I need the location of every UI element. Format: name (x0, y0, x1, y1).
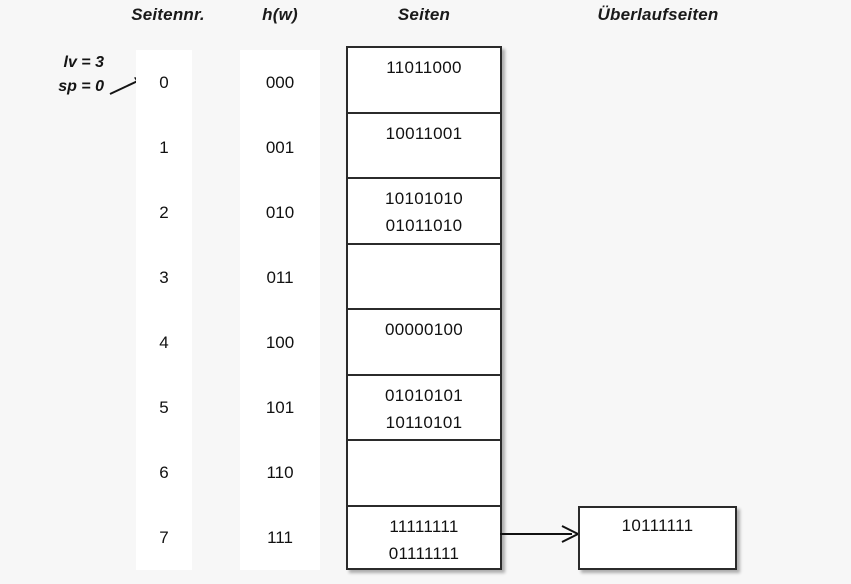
pages-table: 11011000 10011001 10101010 01011010 0000… (346, 46, 502, 570)
record-value: 10011001 (385, 123, 463, 143)
seitennr-cell: 3 (159, 268, 169, 287)
record-value: 01010101 (384, 385, 464, 405)
seitennr-cell: 2 (159, 203, 169, 222)
seitennr-cell: 4 (159, 333, 169, 352)
page-row (348, 441, 500, 507)
page-row: 11111111 01111111 (348, 507, 500, 573)
record-value: 11011000 (386, 58, 462, 77)
page-row: 01010101 10110101 (348, 376, 500, 441)
page-row: 11011000 (348, 48, 500, 114)
column-header-seitennr: Seitennr. (131, 5, 205, 24)
arrow-right-icon (500, 525, 581, 543)
record-value: 01111111 (388, 543, 460, 563)
seitennr-cell: 1 (159, 138, 169, 157)
record-value: 10110101 (385, 412, 463, 432)
seitennr-column-strip (136, 50, 192, 570)
page-row: 10101010 01011010 (348, 179, 500, 245)
seitennr-cell: 5 (159, 398, 169, 417)
page-row: 10011001 (348, 114, 500, 179)
seitennr-cell: 0 (159, 73, 169, 92)
hw-cell: 011 (266, 268, 294, 287)
hw-cell: 111 (267, 528, 293, 547)
overflow-page: 10111111 (578, 506, 737, 570)
record-value: 00000100 (384, 320, 464, 339)
hw-cell: 101 (265, 398, 295, 417)
column-header-hw: h(w) (262, 5, 298, 24)
parameter-sp: sp = 0 (58, 78, 104, 95)
hw-cell: 110 (266, 463, 294, 482)
hw-cell: 010 (265, 203, 295, 222)
record-value: 11111111 (389, 516, 459, 536)
page-row: 00000100 (348, 310, 500, 376)
hw-cell: 100 (265, 333, 295, 352)
hw-cell: 001 (265, 138, 295, 157)
column-header-seiten: Seiten (397, 5, 451, 24)
hw-column-strip (240, 50, 320, 570)
hw-cell: 000 (265, 73, 295, 92)
record-value: 10101010 (384, 189, 464, 208)
seitennr-cell: 6 (159, 463, 169, 482)
seitennr-cell: 7 (159, 528, 169, 547)
parameter-lv: lv = 3 (63, 54, 104, 71)
column-header-ueberlaufseiten: Überlaufseiten (597, 5, 719, 24)
record-value: 01011010 (385, 216, 463, 235)
record-value: 10111111 (621, 516, 694, 535)
page-row (348, 245, 500, 310)
